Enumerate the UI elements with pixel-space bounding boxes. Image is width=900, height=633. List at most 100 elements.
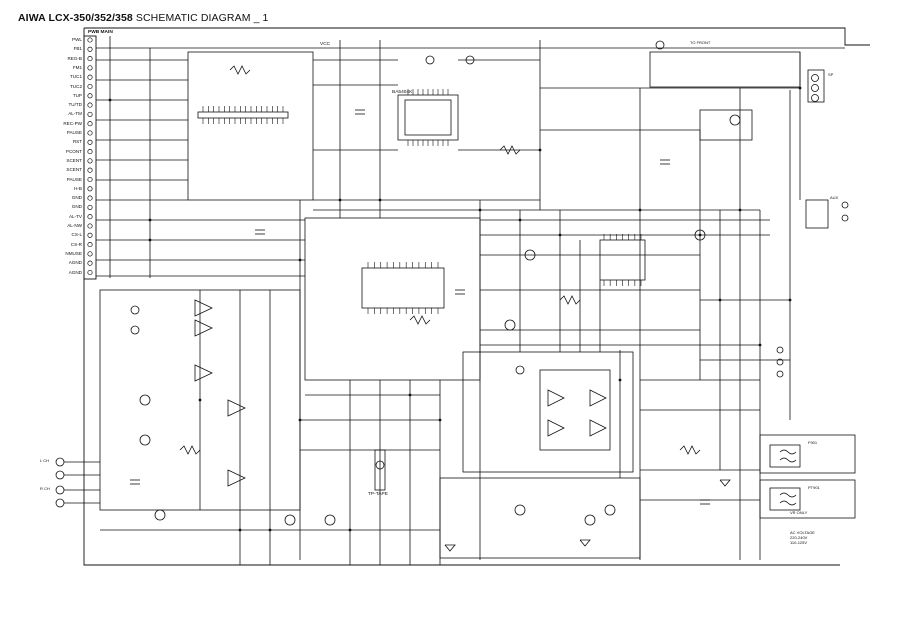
junction-dot bbox=[718, 298, 722, 302]
connector-pin-label: CS-L bbox=[71, 232, 82, 238]
connector-pin-label: GND bbox=[71, 195, 82, 201]
connector-pin bbox=[87, 269, 93, 276]
connector-pin bbox=[87, 195, 93, 201]
connector-pin-label: SCENT bbox=[66, 167, 82, 173]
connector-pin-label: AL-NW bbox=[67, 223, 82, 228]
connector-pin bbox=[87, 186, 93, 192]
connector-pin-label: REG-B bbox=[67, 55, 82, 61]
connector-pin bbox=[87, 176, 93, 183]
junction-dot bbox=[268, 528, 272, 532]
connector-pin-label: AL-TM bbox=[68, 111, 82, 117]
junction-dot bbox=[348, 528, 352, 532]
connector-pin-label: PAUSE bbox=[66, 130, 82, 135]
connector-pin bbox=[87, 102, 93, 108]
connector-pin bbox=[87, 242, 93, 248]
connector-pin bbox=[87, 251, 93, 257]
ic-main-label: BA5404K bbox=[392, 90, 413, 95]
connector-pin-label: AGND bbox=[68, 260, 82, 266]
junction-dot bbox=[298, 258, 302, 262]
power-transformer-label: PT901 bbox=[808, 485, 820, 490]
junction-dot bbox=[198, 398, 202, 402]
model-name: AIWA LCX-350/352/358 bbox=[18, 12, 133, 24]
connector-pin-label: PWL bbox=[72, 37, 82, 42]
connector-pin bbox=[87, 121, 93, 127]
board-label: PWB MAIN bbox=[88, 30, 113, 35]
connector-pin bbox=[87, 223, 93, 229]
connector-pin bbox=[87, 46, 93, 52]
junction-dot bbox=[788, 298, 792, 302]
connector-pin-label: CS-R bbox=[70, 241, 82, 247]
sheet-name: SCHEMATIC DIAGRAM _ 1 bbox=[135, 12, 269, 24]
junction-dot bbox=[518, 218, 522, 222]
junction-dot bbox=[148, 218, 152, 222]
connector-pin bbox=[87, 260, 93, 266]
junction-dot bbox=[538, 148, 542, 152]
connector-pin bbox=[87, 56, 93, 62]
junction-dot bbox=[438, 418, 442, 422]
connector-pin bbox=[87, 167, 93, 173]
junction-dot bbox=[638, 208, 642, 212]
connector-pin-label: PCONT bbox=[65, 148, 82, 154]
connector-pin bbox=[87, 83, 93, 90]
connector-pin-label: PAUSE bbox=[66, 176, 82, 182]
connector-pin-label: TU/TD bbox=[68, 102, 82, 108]
connector-pin bbox=[87, 37, 93, 43]
connector-pin-label: GND bbox=[71, 204, 82, 210]
connector-pin bbox=[87, 65, 93, 71]
junction-dot bbox=[338, 198, 342, 202]
left-connector-pins bbox=[87, 37, 93, 276]
connector-pin bbox=[87, 158, 93, 164]
junction-dot bbox=[478, 208, 482, 212]
connector-pin bbox=[87, 74, 93, 80]
connector-pin-label: AL-TV bbox=[68, 213, 82, 219]
speaker-label: SP bbox=[828, 72, 834, 77]
aux-label: AUX bbox=[830, 195, 839, 200]
junction-dot bbox=[108, 98, 112, 102]
connector-pin-label: NMUSE bbox=[65, 250, 82, 256]
junction-dot bbox=[238, 528, 242, 532]
connector-pin bbox=[87, 139, 93, 145]
junction-dot bbox=[798, 86, 802, 90]
junction-dot bbox=[408, 393, 412, 397]
right-channel-label: R CH bbox=[40, 486, 50, 491]
ac-voltage-note: AC VOLTAGE 220-240V 110-125V bbox=[790, 530, 815, 545]
connector-pin bbox=[87, 232, 93, 238]
board-outline bbox=[83, 27, 870, 566]
connector-pin-label: RST bbox=[72, 139, 82, 145]
connector-pin bbox=[87, 111, 93, 117]
junction-dot bbox=[738, 208, 742, 212]
connector-pin bbox=[87, 130, 93, 136]
vr-only-label: VR ONLY bbox=[790, 510, 808, 515]
connector-pin-label: H-B bbox=[74, 185, 82, 191]
connector-pin-label: TUP bbox=[72, 92, 82, 98]
connector-pin-label: AGND bbox=[68, 269, 82, 275]
junction-dot bbox=[558, 233, 562, 237]
connector-pin bbox=[87, 204, 93, 210]
vcc-label: VCC bbox=[320, 42, 331, 47]
connector-pin-label: TUC2 bbox=[70, 83, 82, 89]
tape-connector bbox=[374, 449, 386, 491]
connector-pin bbox=[87, 149, 93, 155]
schematic-title: AIWA LCX-350/352/358 SCHEMATIC DIAGRAM _… bbox=[18, 12, 268, 24]
connector-pin-label: REC-PW bbox=[63, 120, 82, 126]
junction-dots bbox=[108, 86, 802, 532]
junction-dot bbox=[618, 378, 622, 382]
fuse-label: F901 bbox=[808, 440, 818, 445]
left-channel-label: L CH bbox=[40, 458, 49, 463]
to-front-label: TO FRONT bbox=[690, 40, 711, 45]
junction-dot bbox=[698, 233, 702, 237]
connector-pin-label: TUC1 bbox=[70, 74, 82, 80]
junction-dot bbox=[148, 238, 152, 242]
connector-pin bbox=[87, 214, 93, 220]
junction-dot bbox=[298, 418, 302, 422]
connector-pin-label: FB1 bbox=[73, 46, 82, 52]
junction-dot bbox=[378, 198, 382, 202]
junction-dot bbox=[758, 343, 762, 347]
ic-pins bbox=[202, 89, 642, 314]
wiring bbox=[55, 36, 856, 565]
connector-pin bbox=[87, 93, 93, 99]
tp-tape-label: TP-TAPE bbox=[368, 492, 388, 497]
connector-pin-label: FM1 bbox=[72, 64, 82, 70]
connector-pin-label: SCENT bbox=[66, 157, 82, 163]
